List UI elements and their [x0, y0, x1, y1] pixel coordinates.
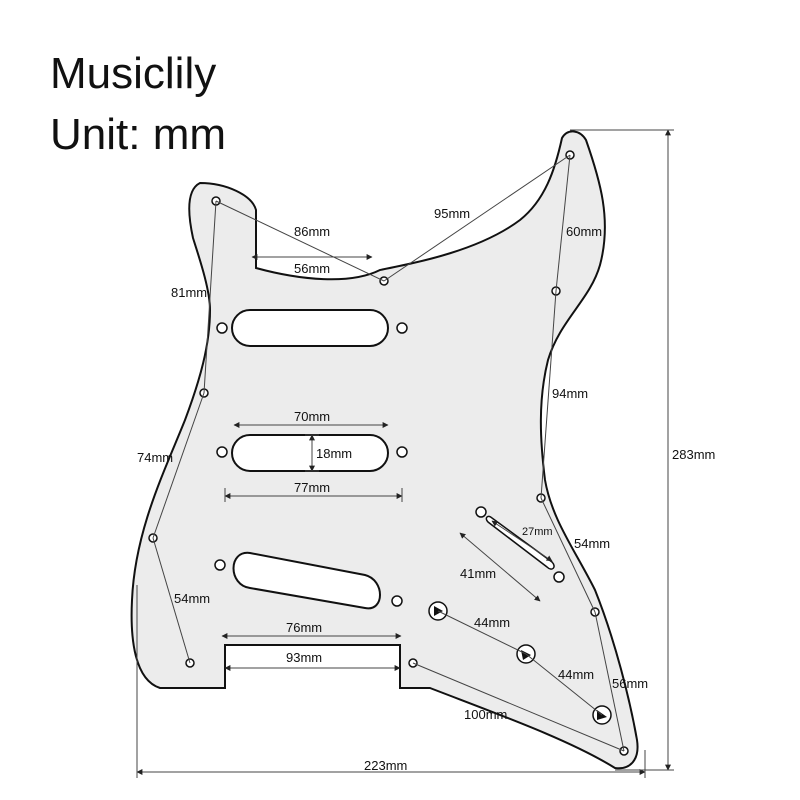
pickup-mount-hole	[214, 559, 226, 571]
dimension-label: 94mm	[552, 386, 588, 401]
pickup-mount-hole	[216, 322, 228, 334]
dimension-label: 41mm	[460, 566, 496, 581]
dimension-label: 44mm	[558, 667, 594, 682]
switch-mount-hole	[475, 506, 487, 518]
dimension-label: 54mm	[574, 536, 610, 551]
dimension-line	[540, 497, 596, 613]
bridge-pickup-slot	[232, 551, 381, 610]
dimension-line	[525, 653, 603, 716]
dimension-label: 56mm	[294, 261, 330, 276]
switch-mount-hole	[553, 571, 565, 583]
dimension-label: 60mm	[566, 224, 602, 239]
dimension-label: 56mm	[612, 676, 648, 691]
dimension-line	[594, 611, 625, 752]
dimension-line	[383, 154, 571, 282]
dimension-label: 93mm	[286, 650, 322, 665]
middle-pickup-slot	[231, 434, 389, 472]
pickup-mount-hole	[396, 446, 408, 458]
dimension-line	[203, 200, 217, 394]
dimension-label: 223mm	[364, 758, 407, 773]
dimension-label: 95mm	[434, 206, 470, 221]
dimension-line	[437, 610, 527, 655]
dimension-label: 86mm	[294, 224, 330, 239]
dimension-label: 81mm	[171, 285, 207, 300]
dimension-label: 74mm	[137, 450, 173, 465]
dimension-label: 76mm	[286, 620, 322, 635]
unit-label: Unit: mm	[50, 110, 226, 159]
dimension-label: 70mm	[294, 409, 330, 424]
dimension-line	[555, 154, 571, 292]
pickup-mount-hole	[396, 322, 408, 334]
brand-title: Musiclily	[50, 49, 217, 98]
dimension-line	[540, 290, 557, 499]
dimension-line	[152, 392, 205, 539]
dimension-label: 54mm	[174, 591, 210, 606]
dimension-label: 44mm	[474, 615, 510, 630]
dimension-line	[215, 200, 385, 282]
dimension-label: 18mm	[316, 446, 352, 461]
neck-pickup-slot	[231, 309, 389, 347]
dimension-label: 77mm	[294, 480, 330, 495]
dimension-arrow	[459, 532, 541, 602]
pickup-mount-hole	[391, 595, 403, 607]
pickup-mount-hole	[216, 446, 228, 458]
dimension-line	[152, 537, 191, 664]
dimension-line	[412, 662, 625, 752]
dimension-label: 27mm	[522, 526, 553, 538]
dimension-label: 283mm	[672, 447, 715, 462]
dimension-label: 100mm	[464, 707, 507, 722]
